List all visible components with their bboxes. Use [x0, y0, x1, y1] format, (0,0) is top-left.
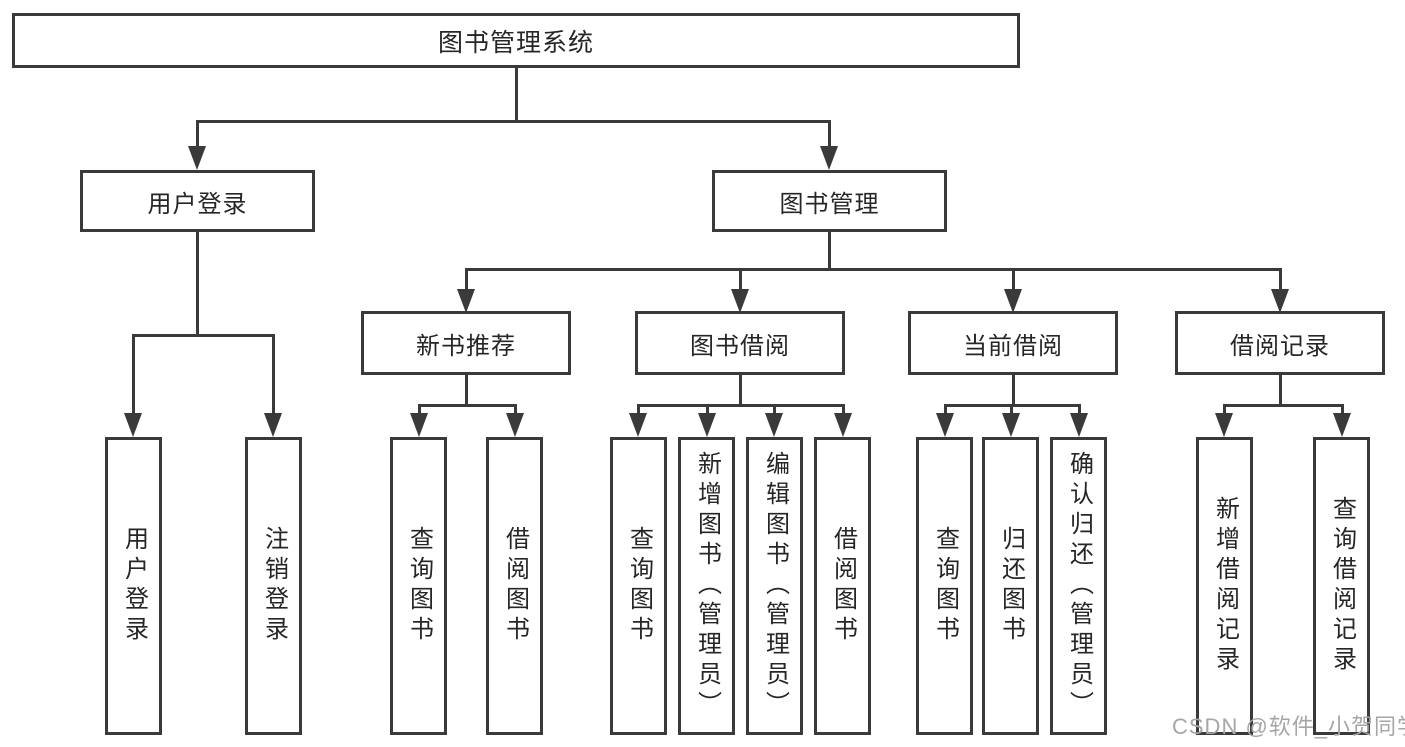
connector-line: [1011, 375, 1015, 406]
leaf-query-books-current: 查询图书: [916, 437, 973, 735]
node-label: 用户登录: [120, 526, 148, 646]
leaf-query-books-recommend: 查询图书: [390, 437, 447, 735]
connector-line: [827, 120, 831, 148]
connector-line: [195, 120, 199, 148]
node-borrow-records: 借阅记录: [1175, 311, 1385, 375]
node-label: 查询借阅记录: [1328, 496, 1356, 676]
connector-arrowhead: [457, 289, 475, 313]
connector-line: [133, 334, 273, 337]
leaf-query-books-borrow: 查询图书: [610, 437, 667, 735]
connector-line: [1278, 375, 1282, 406]
connector-arrowhead: [1333, 413, 1351, 437]
connector-arrowhead: [410, 413, 428, 437]
connector-line: [738, 375, 742, 406]
connector-arrowhead: [765, 413, 783, 437]
connector-line: [464, 375, 468, 406]
node-label: 查询图书: [931, 526, 959, 646]
node-user-login: 用户登录: [80, 170, 315, 232]
connector-arrowhead: [1070, 413, 1088, 437]
connector-arrowhead: [188, 146, 206, 170]
connector-arrowhead: [731, 289, 749, 313]
leaf-add-borrow-record: 新增借阅记录: [1196, 437, 1253, 735]
connector-line: [772, 404, 776, 416]
connector-line: [1009, 404, 1013, 416]
connector-line: [636, 404, 640, 416]
leaf-logout: 注销登录: [245, 437, 302, 735]
connector-arrowhead: [1002, 413, 1020, 437]
node-label: 编辑图书（管理员）: [761, 451, 789, 721]
node-new-book-recommend: 新书推荐: [361, 311, 571, 375]
connector-line: [1340, 404, 1344, 416]
connector-arrowhead: [834, 413, 852, 437]
connector-line: [1222, 404, 1226, 416]
node-label: 借阅图书: [501, 526, 529, 646]
connector-line: [197, 120, 829, 123]
connector-line: [638, 404, 843, 407]
node-label: 当前借阅: [963, 332, 1063, 360]
node-book-borrow: 图书借阅: [635, 311, 845, 375]
leaf-user-login: 用户登录: [105, 437, 162, 735]
node-label: 图书管理系统: [437, 28, 594, 57]
node-label: 用户登录: [147, 190, 248, 218]
connector-line: [705, 404, 709, 416]
connector-line: [514, 68, 518, 123]
connector-line: [1077, 404, 1081, 416]
connector-line: [841, 404, 845, 416]
connector-line: [1011, 268, 1015, 292]
node-label: 查询图书: [405, 526, 433, 646]
connector-arrowhead: [1004, 289, 1022, 313]
connector-line: [417, 404, 421, 416]
connector-line: [513, 404, 517, 416]
node-label: 查询图书: [625, 526, 653, 646]
node-current-borrow: 当前借阅: [908, 311, 1118, 375]
node-label: 确认归还（管理员）: [1065, 451, 1093, 721]
node-label: 图书借阅: [690, 332, 790, 360]
node-book-management: 图书管理: [712, 170, 947, 232]
leaf-borrow-books-recommend: 借阅图书: [486, 437, 543, 735]
node-label: 新书推荐: [416, 332, 516, 360]
connector-arrowhead: [629, 413, 647, 437]
node-label: 借阅记录: [1230, 332, 1330, 360]
leaf-add-books-admin: 新增图书（管理员）: [678, 437, 735, 735]
connector-arrowhead: [1271, 289, 1289, 313]
connector-arrowhead: [936, 413, 954, 437]
connector-line: [1278, 268, 1282, 292]
leaf-borrow-books: 借阅图书: [814, 437, 871, 735]
connector-line: [943, 404, 947, 416]
csdn-watermark: CSDN @软件_小贺同学: [1172, 714, 1405, 739]
node-label: 注销登录: [260, 526, 288, 646]
connector-line: [827, 232, 831, 270]
leaf-edit-books-admin: 编辑图书（管理员）: [746, 437, 803, 735]
connector-line: [271, 334, 275, 415]
connector-line: [1224, 404, 1342, 407]
connector-arrowhead: [1215, 413, 1233, 437]
connector-line: [738, 268, 742, 292]
connector-line: [195, 232, 199, 336]
connector-arrowhead: [820, 146, 838, 170]
connector-arrowhead: [698, 413, 716, 437]
node-label: 新增图书（管理员）: [693, 451, 721, 721]
node-label: 归还图书: [997, 526, 1025, 646]
node-label: 图书管理: [779, 190, 880, 218]
connector-arrowhead: [264, 413, 282, 437]
connector-arrowhead: [124, 413, 142, 437]
node-library-system: 图书管理系统: [12, 13, 1020, 68]
connector-line: [464, 268, 468, 292]
leaf-confirm-return-admin: 确认归还（管理员）: [1050, 437, 1107, 735]
connector-line: [131, 334, 135, 415]
connector-arrowhead: [506, 413, 524, 437]
node-label: 新增借阅记录: [1211, 496, 1239, 676]
connector-line: [419, 404, 515, 407]
leaf-return-books: 归还图书: [982, 437, 1039, 735]
leaf-query-borrow-record: 查询借阅记录: [1313, 437, 1370, 735]
connector-line: [466, 268, 1280, 271]
node-label: 借阅图书: [829, 526, 857, 646]
